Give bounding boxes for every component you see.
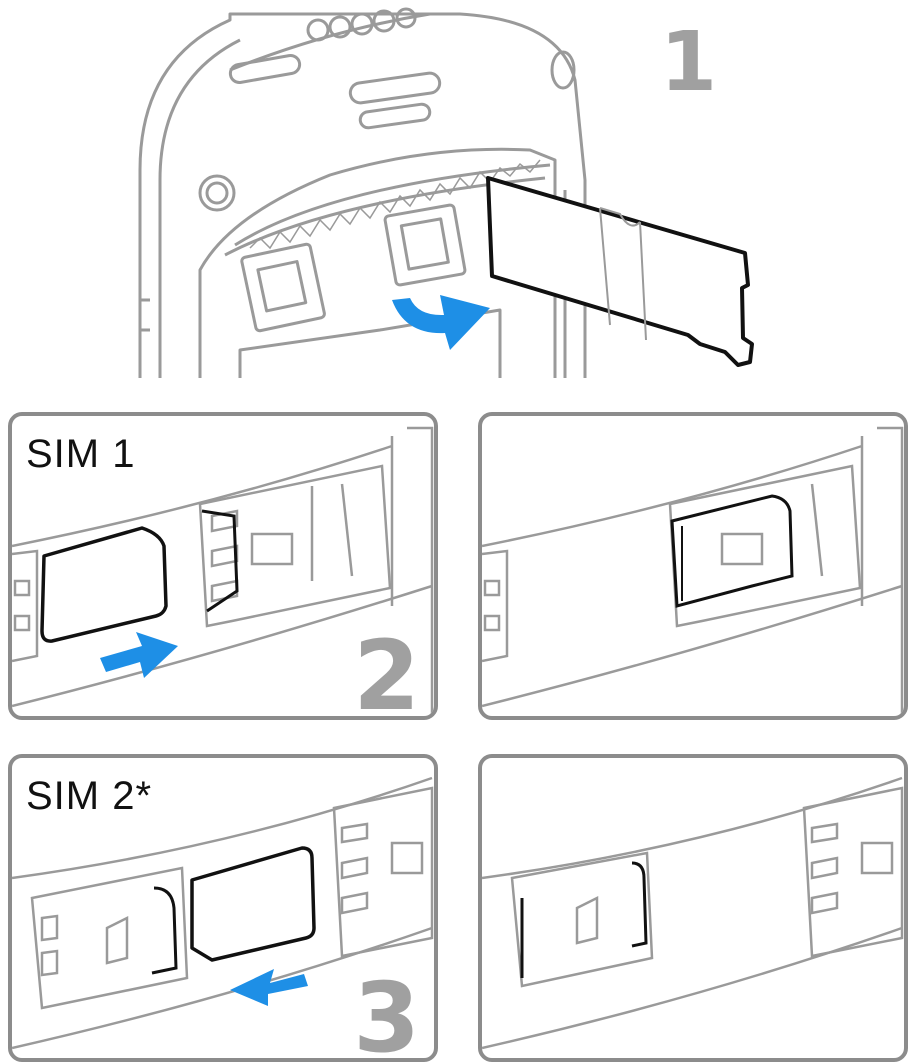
panel-sim1-inserted xyxy=(478,412,908,720)
step-number-3: 3 xyxy=(353,962,420,1062)
sim1-inserted-illustration xyxy=(482,426,904,716)
panel-sim2-inserted xyxy=(478,754,908,1062)
sim2-insert-illustration xyxy=(12,776,434,1050)
sim-tray xyxy=(486,176,754,367)
sim1-label: SIM 1 xyxy=(26,432,136,476)
step-number-1: 1 xyxy=(660,15,718,110)
straight-arrow-icon xyxy=(230,969,308,1006)
sim2-label: SIM 2* xyxy=(26,774,153,818)
straight-arrow-icon xyxy=(100,632,178,678)
panel-sim1-insert: SIM 1 2 xyxy=(8,412,438,720)
sim1-insert-illustration xyxy=(12,426,434,716)
sim1-card xyxy=(40,526,168,643)
sim2-card xyxy=(190,846,316,962)
curved-arrow-icon xyxy=(392,295,490,350)
device-back-illustration xyxy=(138,7,754,378)
panel-sim2-insert: SIM 2* 3 xyxy=(8,754,438,1062)
sim2-inserted-illustration xyxy=(482,776,904,1050)
step-number-2: 2 xyxy=(353,620,420,720)
